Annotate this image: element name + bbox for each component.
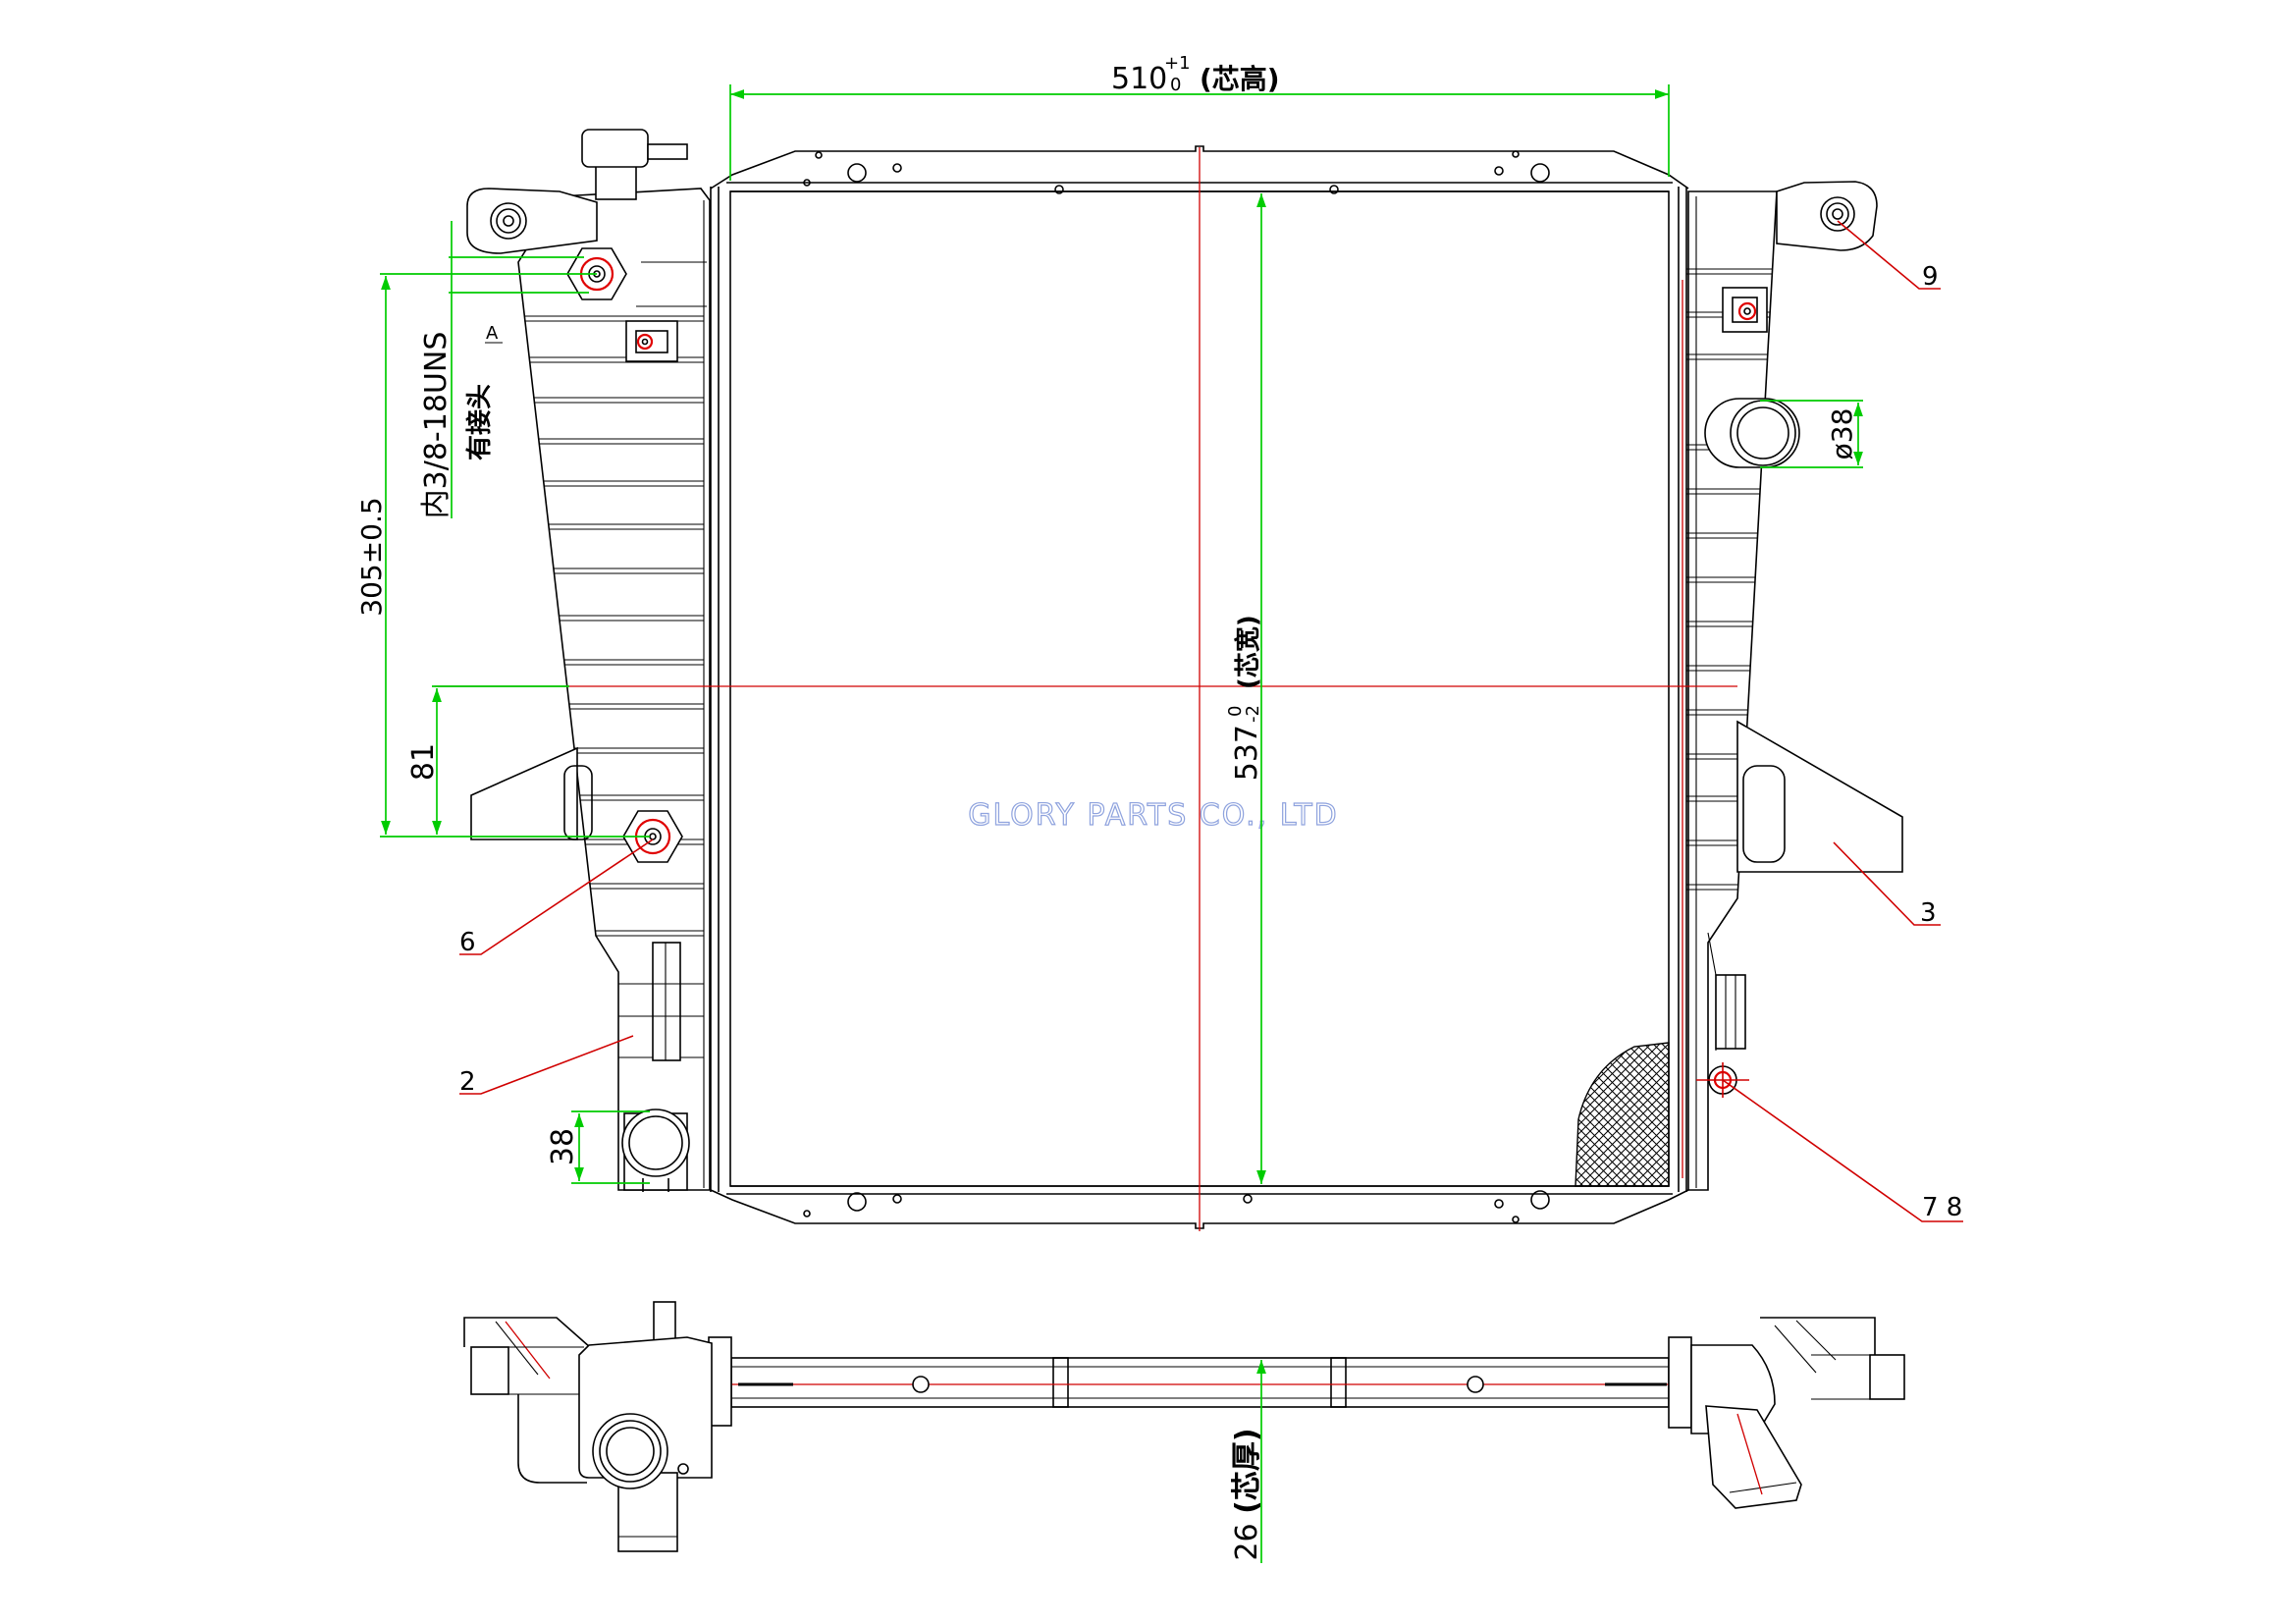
svg-text:7 8: 7 8 <box>1922 1193 1962 1222</box>
thread-spec: 内3/8-18UNS <box>419 332 454 519</box>
mounting-hole <box>1512 1216 1520 1223</box>
mounting-hole <box>1494 166 1504 176</box>
dim-core-thickness: 26 (芯厚) <box>1230 1360 1266 1563</box>
side-left-tank <box>463 1301 713 1552</box>
mounting-hole <box>803 179 811 187</box>
left-side-bracket <box>470 746 593 840</box>
core-thickness-value: 26 <box>1230 1523 1264 1560</box>
callout-9: 9 <box>1837 220 1941 292</box>
thread-note: 有接头 <box>465 384 495 460</box>
drain-box-right <box>1715 974 1746 1050</box>
radiator-core <box>707 187 1687 1192</box>
sensor-fitting-left <box>625 320 678 362</box>
view-marker: A <box>486 323 499 344</box>
sensor-fitting-right <box>1722 287 1768 333</box>
side-core <box>707 1336 1693 1429</box>
dim-core-height: 510 +1 0 (芯高) <box>729 53 1670 181</box>
left-top-bracket <box>466 188 598 254</box>
mounting-hole <box>892 1194 902 1204</box>
svg-text:3: 3 <box>1920 898 1937 928</box>
svg-text:9: 9 <box>1922 262 1939 292</box>
core-height-value: 510 <box>1111 62 1167 96</box>
drain-bracket <box>652 942 681 1061</box>
callout-6: 6 <box>459 839 654 957</box>
core-thickness-text: 26 (芯厚) <box>1230 1428 1264 1560</box>
mounting-hole <box>1494 1199 1504 1209</box>
mounting-hole <box>815 151 823 159</box>
mounting-hole <box>1329 185 1339 194</box>
lower-offset-value: 81 <box>406 743 441 781</box>
svg-text:6: 6 <box>459 928 476 957</box>
core-width-value: 537 <box>1230 725 1264 781</box>
outlet-diameter-value: 38 <box>546 1128 580 1165</box>
core-height-label: (芯高) <box>1200 63 1280 95</box>
dimensions: 510 +1 0 (芯高) 537 0 -2 (芯宽) 305±0.5 <box>355 53 1863 1184</box>
core-thickness-label: (芯厚) <box>1230 1428 1264 1513</box>
mounting-hole <box>847 163 867 183</box>
dim-core-width: 537 0 -2 (芯宽) <box>1225 193 1266 1184</box>
core-width-lower-tol: -2 <box>1243 705 1263 723</box>
right-tank-fins <box>1686 268 1773 891</box>
callout-2: 2 <box>459 1035 634 1097</box>
thread-callout: 内3/8-18UNS 有接头 A <box>419 221 589 518</box>
radiator-cap <box>581 129 688 200</box>
dim-outlet-diameter: 38 <box>546 1110 650 1184</box>
core-height-upper-tol: +1 <box>1164 53 1191 74</box>
mounting-hole <box>1054 185 1064 194</box>
side-right-tank <box>1690 1317 1905 1509</box>
core-height-lower-tol: 0 <box>1170 75 1181 95</box>
front-view: GLORY PARTS CO., LTD <box>435 129 1903 1231</box>
right-side-bracket <box>1736 720 1903 873</box>
inlet-pipe <box>1704 398 1800 468</box>
mounting-hole <box>847 1192 867 1212</box>
dim-lower-offset: 81 <box>406 685 569 835</box>
mounting-hole <box>1530 163 1550 183</box>
callouts: 9 3 6 2 7 8 <box>459 220 1963 1222</box>
mounting-hole <box>892 163 902 173</box>
inlet-spacing-value: 305±0.5 <box>355 497 388 616</box>
core-width-upper-tol: 0 <box>1225 706 1246 717</box>
inlet-diameter-value: ø38 <box>1826 408 1858 460</box>
mounting-hole <box>1512 150 1520 158</box>
core-fin-hatch <box>1575 1042 1670 1187</box>
dim-inlet-diameter: ø38 <box>1760 400 1863 468</box>
core-width-label: (芯宽) <box>1233 615 1263 689</box>
svg-text:2: 2 <box>459 1067 476 1097</box>
mounting-hole <box>803 1210 811 1217</box>
watermark: GLORY PARTS CO., LTD <box>968 798 1339 833</box>
mounting-hole <box>1243 1194 1253 1204</box>
dim-inlet-spacing: 305±0.5 <box>355 273 650 838</box>
mounting-hole <box>1530 1190 1550 1210</box>
callout-7-8: 7 8 <box>1722 1079 1963 1222</box>
outlet-pipe <box>621 1109 690 1192</box>
side-view: 26 (芯厚) <box>463 1301 1905 1563</box>
callout-3: 3 <box>1833 841 1941 928</box>
